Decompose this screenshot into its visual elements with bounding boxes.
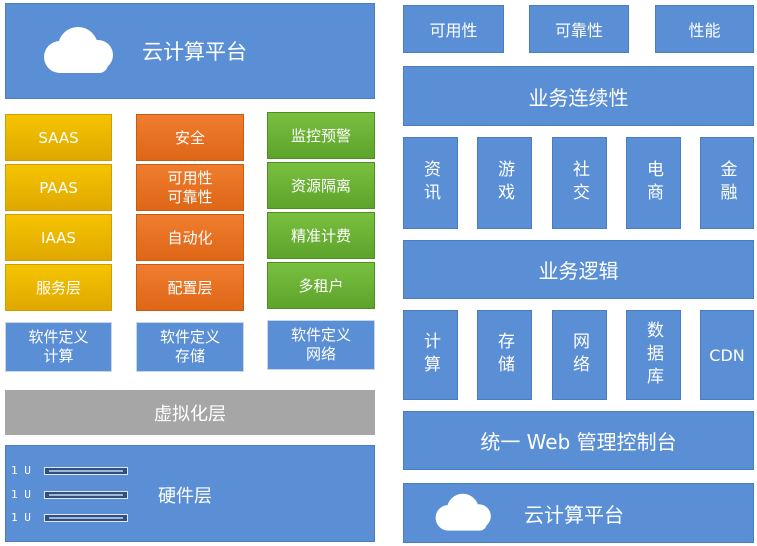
tile-precise-billing: 精准计费: [267, 212, 375, 259]
tile-saas: SAAS: [5, 114, 112, 161]
server-icon: [44, 491, 128, 499]
tile-config-layer: 配置层: [136, 264, 244, 311]
tile-database: 数据库: [626, 310, 681, 400]
rack-unit-label: 1 U: [11, 488, 31, 501]
server-icon: [44, 514, 128, 522]
tile-sd-compute: 软件定义 计算: [5, 322, 112, 372]
tile-cdn: CDN: [700, 310, 754, 400]
tile-sd-network: 软件定义 网络: [267, 320, 375, 370]
tile-resource-isolation: 资源隔离: [267, 162, 375, 209]
tile-compute: 计算: [403, 310, 458, 400]
tile-ecommerce: 电商: [626, 137, 681, 229]
server-icon: [44, 467, 128, 475]
right-cloud-banner: 云计算平台: [403, 483, 754, 543]
business-continuity-bar: 业务连续性: [403, 66, 754, 126]
tile-availability-reliability: 可用性 可靠性: [136, 164, 244, 211]
left-cloud-title: 云计算平台: [142, 40, 247, 64]
hardware-layer: 硬件层 1 U 1 U 1 U: [5, 445, 375, 542]
tile-iaas: IAAS: [5, 214, 112, 261]
tile-reliability: 可靠性: [529, 5, 629, 53]
tile-monitoring-alert: 监控预警: [267, 112, 375, 159]
tile-finance: 金融: [700, 137, 754, 229]
tile-automation: 自动化: [136, 214, 244, 261]
hardware-layer-label: 硬件层: [158, 486, 212, 507]
tile-news: 资讯: [403, 137, 458, 229]
rack-unit-label: 1 U: [11, 511, 31, 524]
cloud-icon: [435, 493, 491, 531]
business-logic-bar: 业务逻辑: [403, 240, 754, 299]
tile-sd-storage: 软件定义 存储: [136, 322, 244, 372]
cloud-icon: [44, 27, 113, 73]
tile-performance: 性能: [655, 5, 754, 53]
tile-games: 游戏: [477, 137, 532, 229]
unified-web-console-bar: 统一 Web 管理控制台: [403, 411, 754, 470]
right-cloud-title: 云计算平台: [524, 502, 624, 527]
tile-multi-tenant: 多租户: [267, 262, 375, 309]
tile-service-layer: 服务层: [5, 264, 112, 311]
tile-paas: PAAS: [5, 164, 112, 211]
tile-availability: 可用性: [403, 5, 504, 53]
tile-storage: 存储: [477, 310, 532, 400]
virtualization-layer: 虚拟化层: [5, 390, 375, 435]
rack-unit-label: 1 U: [11, 464, 31, 477]
left-cloud-banner: 云计算平台: [5, 3, 375, 99]
tile-network: 网络: [552, 310, 607, 400]
tile-social: 社交: [552, 137, 607, 229]
tile-security: 安全: [136, 114, 244, 161]
